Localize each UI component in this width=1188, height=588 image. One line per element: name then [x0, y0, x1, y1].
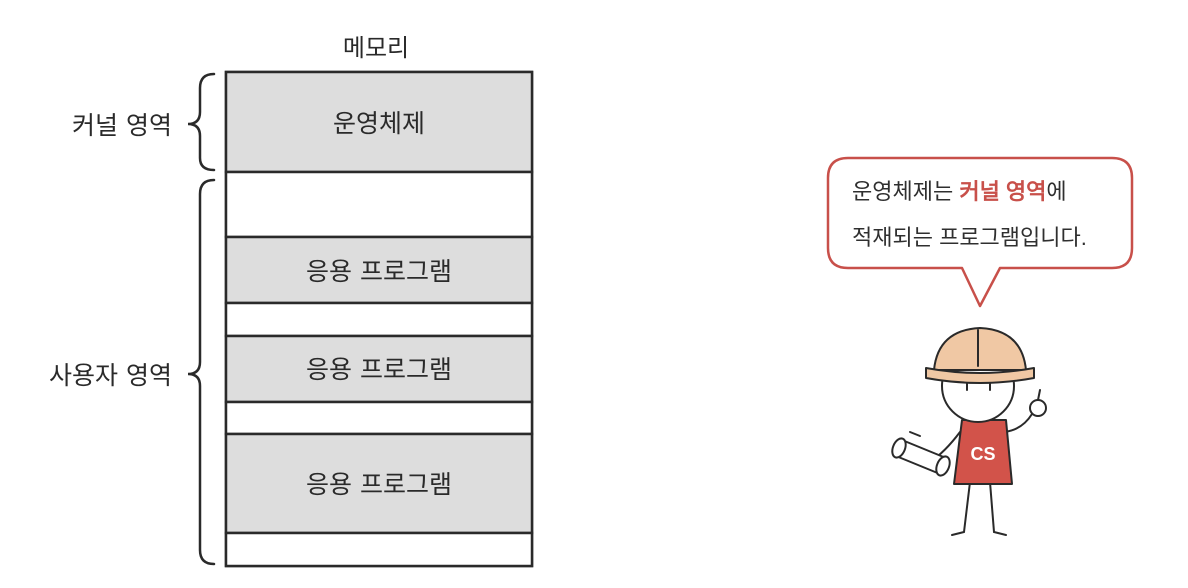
speech-bubble-text: 에	[1046, 179, 1066, 204]
character-arm	[1003, 413, 1033, 433]
memory-block-app	[224, 334, 534, 404]
memory-block-empty	[224, 531, 534, 568]
memory-block-empty	[224, 400, 534, 436]
user-region-label: 사용자 영역	[49, 361, 172, 390]
hard-hat-brim	[925, 367, 1035, 384]
memory-block-app-label: 응용 프로그램	[306, 257, 452, 286]
character-finger	[1037, 389, 1041, 401]
speech-bubble-highlight: 커널 영역	[959, 179, 1046, 204]
memory-block-app	[224, 432, 534, 535]
memory-block-empty	[224, 170, 534, 239]
kernel-brace	[187, 72, 216, 172]
shirt-logo: CS	[970, 444, 995, 464]
speech-bubble-line-2: 적재되는 프로그램입니다.	[852, 225, 1087, 250]
character-leg	[963, 481, 971, 533]
kernel-region-label: 커널 영역	[72, 111, 172, 140]
character-foot	[993, 531, 1007, 536]
character-hand	[1029, 399, 1047, 417]
memory-block-app-label: 응용 프로그램	[306, 355, 452, 384]
speech-bubble-line-1: 운영체제는 커널 영역에	[852, 179, 1067, 204]
kernel-region: 커널 영역	[72, 72, 216, 172]
memory-block-empty	[224, 301, 534, 338]
character-foot	[951, 531, 965, 536]
memory-title: 메모리	[343, 34, 409, 62]
blueprint-scroll	[891, 431, 951, 477]
memory-block-app	[224, 235, 534, 305]
user-region: 사용자 영역	[49, 178, 216, 566]
character-leg	[989, 481, 995, 533]
memory-block-app-label: 응용 프로그램	[306, 470, 452, 499]
speech-bubble-text: 운영체제는	[852, 179, 959, 204]
character-illustration: CS	[891, 327, 1047, 536]
hard-hat-dome	[933, 327, 1027, 371]
memory-column: 운영체제 응용 프로그램 응용 프로그램 응용 프로그램	[224, 70, 534, 568]
user-brace	[187, 178, 216, 566]
memory-block-os-label: 운영체제	[333, 109, 425, 138]
speech-bubble-outline	[826, 156, 1134, 308]
speech-bubble: 운영체제는 커널 영역에 적재되는 프로그램입니다.	[826, 156, 1134, 308]
